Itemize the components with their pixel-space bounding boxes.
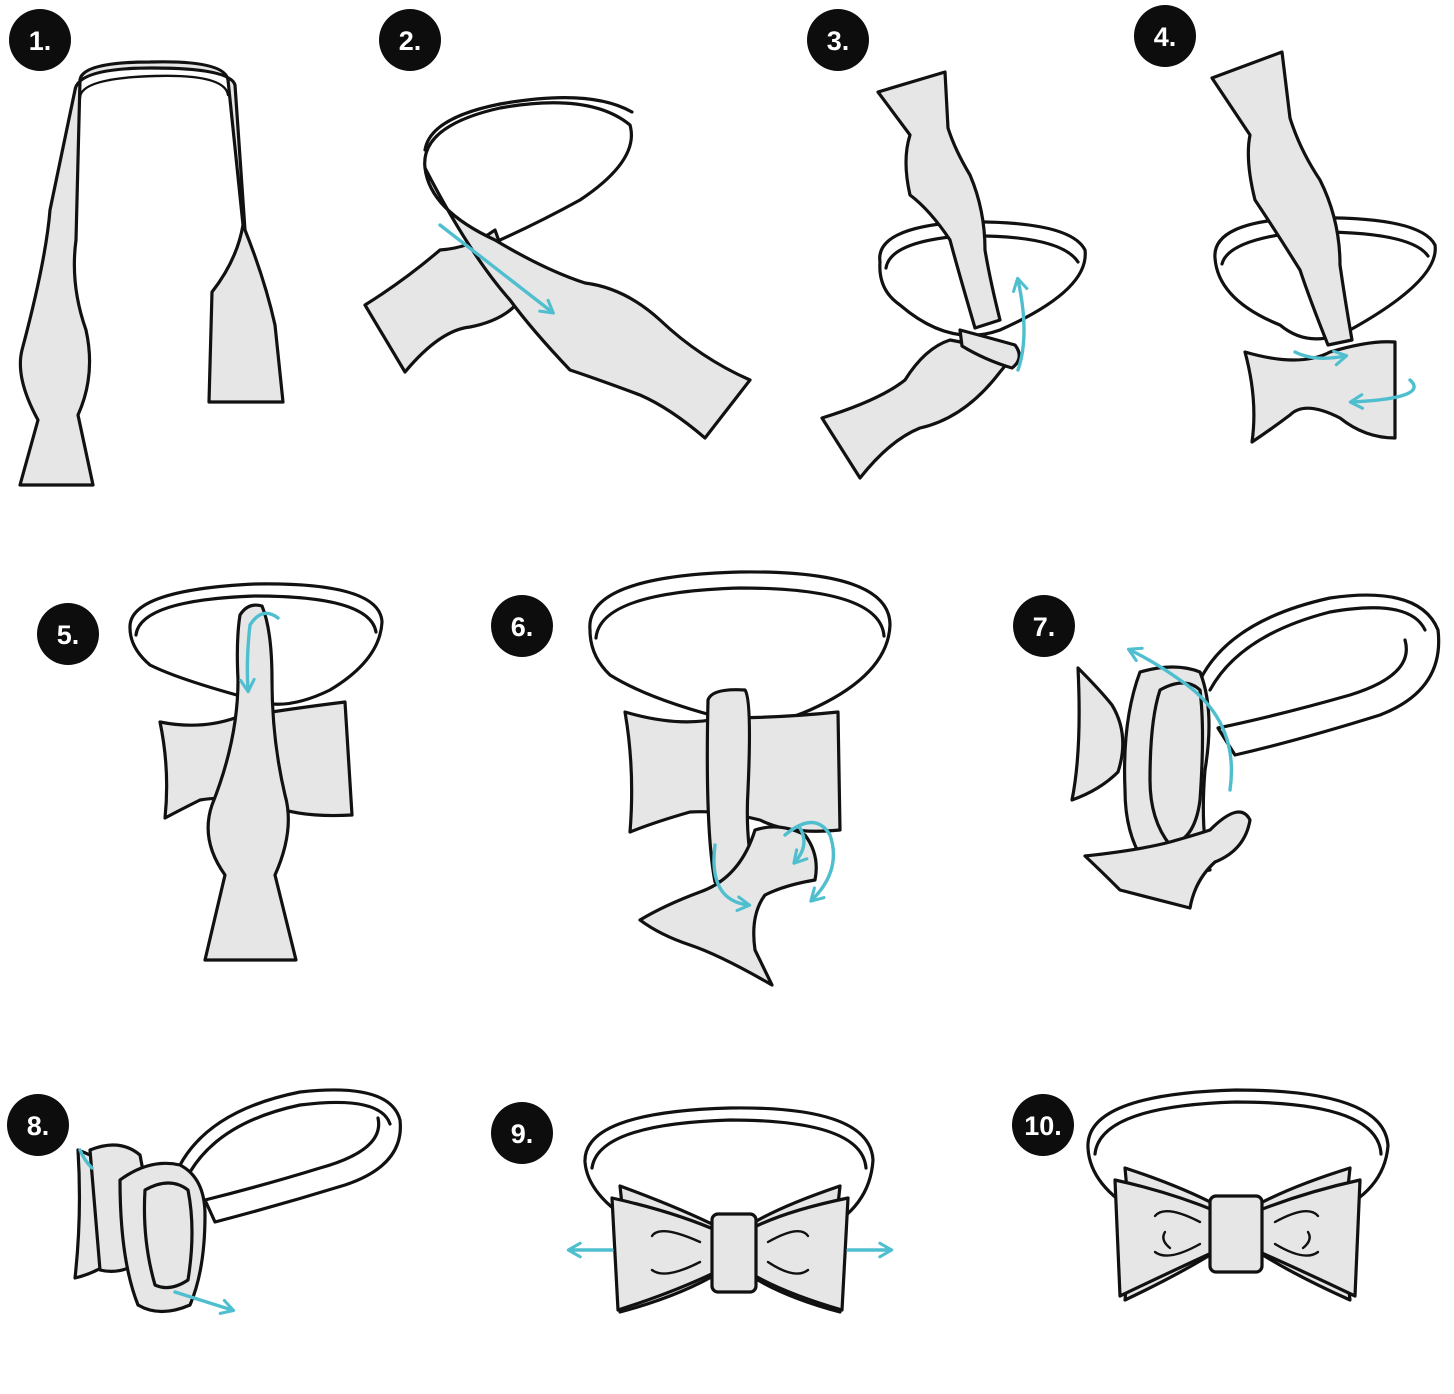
tuck-arrow-inner bbox=[792, 826, 809, 865]
badge-circle bbox=[491, 1102, 553, 1164]
bow-tie-illustration bbox=[1210, 50, 1437, 444]
step-badge: 7. bbox=[1013, 595, 1075, 657]
up-through-arrow bbox=[1011, 276, 1029, 372]
step-number: 7. bbox=[1033, 612, 1056, 642]
step-badge: 1. bbox=[9, 9, 71, 71]
cross-over-arrow bbox=[438, 223, 555, 315]
badge-circle bbox=[807, 9, 869, 71]
badge-circle bbox=[379, 9, 441, 71]
step-badge: 2. bbox=[379, 9, 441, 71]
step-5: 5. bbox=[37, 582, 384, 962]
step-2: 2. bbox=[363, 9, 752, 440]
step-number: 3. bbox=[827, 26, 850, 56]
step-number: 4. bbox=[1154, 22, 1177, 52]
bow-tie-illustration bbox=[73, 1088, 402, 1315]
step-4: 4. bbox=[1134, 5, 1437, 444]
bow-tie-illustration bbox=[128, 582, 384, 962]
step-badge: 3. bbox=[807, 9, 869, 71]
step-badge: 5. bbox=[37, 603, 99, 665]
badge-circle bbox=[491, 595, 553, 657]
step-3: 3. bbox=[807, 9, 1087, 480]
fold-back-arrow bbox=[1348, 378, 1416, 410]
step-1: 1. bbox=[9, 9, 285, 487]
badge-circle bbox=[1134, 5, 1196, 67]
step-badge: 6. bbox=[491, 595, 553, 657]
bow-tie-illustration bbox=[1086, 1088, 1390, 1302]
badge-circle bbox=[9, 9, 71, 71]
bow-tie-illustration bbox=[820, 70, 1087, 480]
step-number: 6. bbox=[511, 612, 534, 642]
badge-circle bbox=[7, 1094, 69, 1156]
step-number: 8. bbox=[27, 1111, 50, 1141]
step-badge: 4. bbox=[1134, 5, 1196, 67]
tuck-arrow-loop bbox=[783, 820, 836, 903]
bow-tie-illustration bbox=[566, 1106, 894, 1314]
bow-tie-illustration bbox=[588, 570, 892, 987]
step-number: 9. bbox=[511, 1119, 534, 1149]
step-number: 2. bbox=[399, 26, 422, 56]
pull-through-arrow bbox=[1126, 646, 1234, 792]
step-badge: 10. bbox=[1012, 1094, 1074, 1156]
badge-circle bbox=[1012, 1094, 1074, 1156]
step-badge: 9. bbox=[491, 1102, 553, 1164]
bow-tie-illustration bbox=[18, 60, 285, 487]
badge-circle bbox=[1013, 595, 1075, 657]
tighten-arrow-small bbox=[78, 1148, 94, 1170]
step-7: 7. bbox=[1013, 593, 1441, 910]
bow-tie-illustration bbox=[1070, 593, 1441, 910]
step-number: 10. bbox=[1024, 1111, 1062, 1141]
step-number: 5. bbox=[57, 620, 80, 650]
step-10: 10. bbox=[1012, 1088, 1390, 1302]
bow-tie-illustration bbox=[363, 96, 752, 440]
tighten-arrow bbox=[173, 1290, 236, 1315]
tuck-arrow-left bbox=[712, 843, 752, 913]
step-6: 6. bbox=[491, 570, 892, 987]
step-badge: 8. bbox=[7, 1094, 69, 1156]
fold-arrow bbox=[1293, 349, 1349, 367]
bow-knot bbox=[1208, 1194, 1264, 1274]
step-9: 9. bbox=[491, 1102, 894, 1314]
down-front-arrow bbox=[239, 611, 280, 694]
bow-knot bbox=[710, 1212, 758, 1294]
step-8: 8. bbox=[7, 1088, 402, 1315]
badge-circle bbox=[37, 603, 99, 665]
step-number: 1. bbox=[29, 26, 52, 56]
